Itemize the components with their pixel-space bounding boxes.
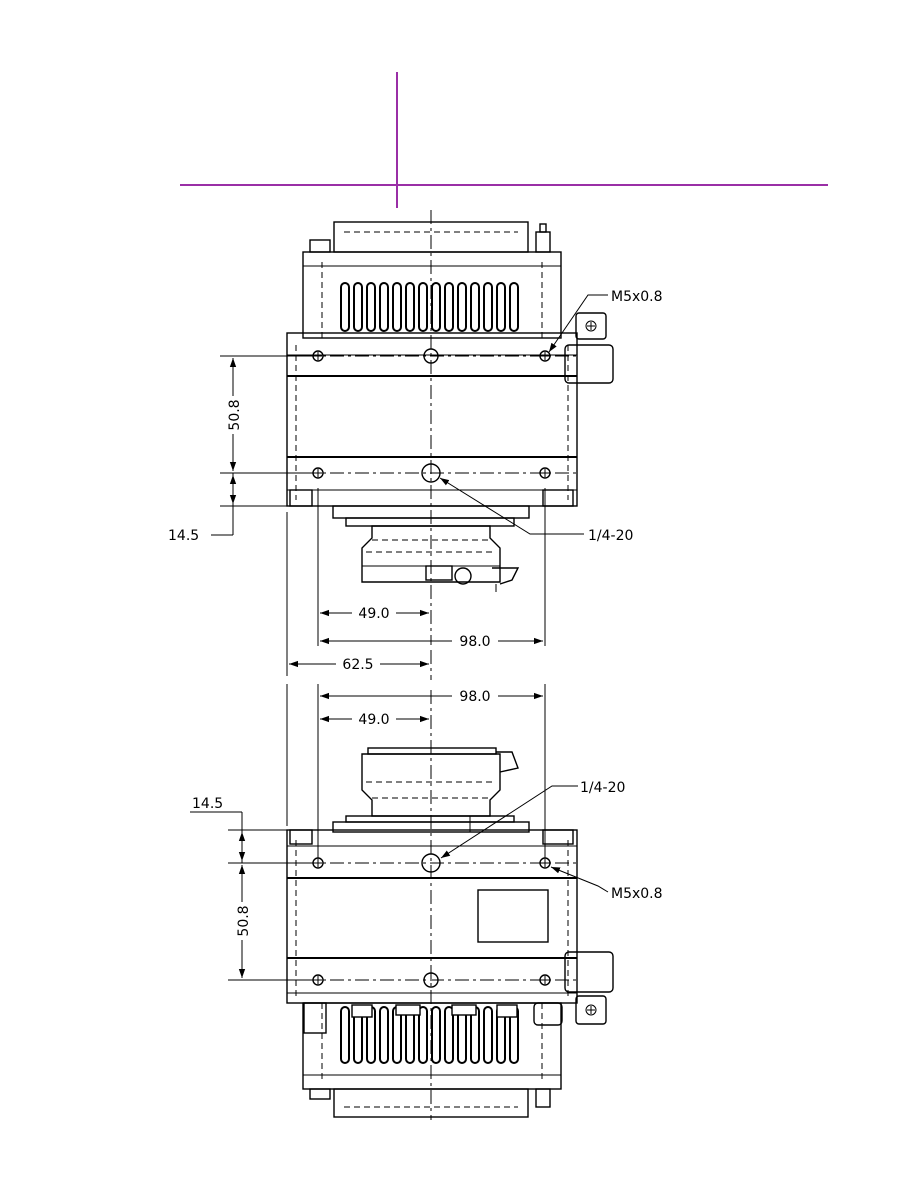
top-dim-98-0: 98.0 (459, 634, 490, 650)
top-dimensions: 50.8 14.5 49.0 98.0 M5x0.8 1/4-20 (168, 289, 663, 676)
mid-dim-62-5: 62.5 (342, 657, 373, 673)
top-dim-50-8: 50.8 (227, 399, 243, 430)
top-dim-14-5: 14.5 (168, 528, 199, 544)
bottom-camera-view (280, 690, 613, 1120)
top-dim-49-0: 49.0 (358, 606, 389, 622)
bottom-dim-50-8: 50.8 (236, 905, 252, 936)
top-label-quarter-20: 1/4-20 (588, 528, 633, 544)
bottom-label-m5: M5x0.8 (611, 886, 663, 902)
bottom-dim-98-0: 98.0 (459, 689, 490, 705)
top-camera-view (280, 210, 613, 645)
bottom-dim-49-0: 49.0 (358, 712, 389, 728)
bottom-label-quarter-20: 1/4-20 (580, 780, 625, 796)
middle-dimensions: 62.5 (289, 650, 431, 680)
registration-crosshair (180, 72, 828, 208)
top-label-m5: M5x0.8 (611, 289, 663, 305)
bottom-dim-14-5: 14.5 (192, 796, 223, 812)
top-heatsink-fins (341, 283, 518, 331)
